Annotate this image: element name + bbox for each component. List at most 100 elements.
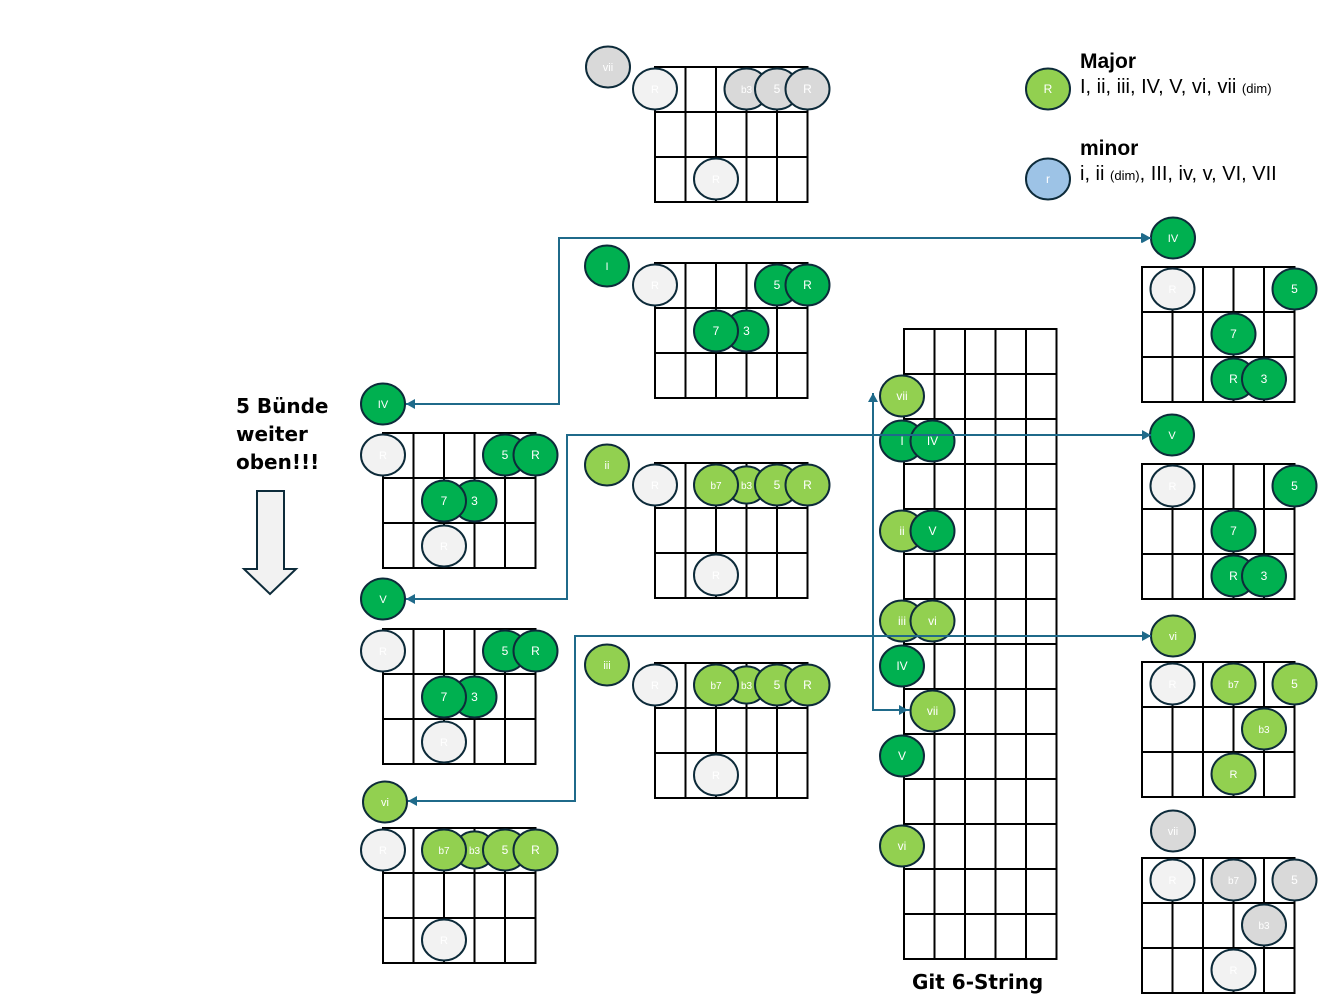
note-circle xyxy=(693,663,739,707)
note-circle xyxy=(360,828,406,872)
note-circle xyxy=(1149,267,1196,311)
note-circle xyxy=(632,463,678,507)
arrowhead-IV-right xyxy=(1140,233,1151,243)
degree-marker-ii: ii xyxy=(584,443,630,487)
note-root-open: R xyxy=(360,828,406,872)
note-circle xyxy=(421,828,467,872)
note-circle xyxy=(360,577,406,621)
note-circle xyxy=(512,629,559,673)
note-circle xyxy=(1210,948,1257,992)
note-label: b3 xyxy=(1258,921,1270,932)
note-root-open: R xyxy=(632,663,678,707)
note-circle xyxy=(784,463,831,507)
note-label: vii xyxy=(896,389,907,403)
legend-minor-title: minor xyxy=(1080,137,1139,160)
note-circle xyxy=(421,918,467,962)
chord-box-iii xyxy=(654,662,809,799)
note-label: b7 xyxy=(710,481,722,492)
note-label: I xyxy=(900,434,903,448)
note-label: 5 xyxy=(1291,282,1298,296)
note-label: R xyxy=(803,278,812,292)
note: R xyxy=(512,828,559,872)
note-circle xyxy=(584,443,630,487)
note-label: R xyxy=(1169,875,1177,887)
note-circle xyxy=(362,780,408,824)
note-label: b7 xyxy=(710,681,722,692)
note-label: V xyxy=(1168,430,1176,442)
note-circle xyxy=(693,309,739,353)
note-label: I xyxy=(605,261,608,273)
note: R xyxy=(693,553,739,597)
note-root-open: R xyxy=(1149,858,1196,902)
neck-marker-IV: IV xyxy=(909,419,956,463)
note-label: R xyxy=(1044,82,1053,96)
note-label: 3 xyxy=(1261,372,1268,386)
note-label: 3 xyxy=(743,324,750,338)
note-label: V xyxy=(928,524,936,538)
note-circle xyxy=(1149,464,1196,508)
note-label: b3 xyxy=(741,681,753,692)
note-line: 5 Bünde xyxy=(236,394,329,418)
note-circle xyxy=(879,824,925,868)
note-label: b3 xyxy=(1258,725,1270,736)
note: 7 xyxy=(421,675,467,719)
note: R xyxy=(421,524,467,568)
note-circle xyxy=(1241,554,1287,598)
degree-marker-IV-right: IV xyxy=(1150,216,1196,260)
note-label: R xyxy=(379,646,387,658)
arrow-V xyxy=(406,434,1150,604)
note-label: vi xyxy=(381,797,389,809)
neck-marker-vi: vi xyxy=(909,599,956,643)
note-circle xyxy=(585,45,631,89)
note: 7 xyxy=(693,309,739,353)
note-circle xyxy=(909,599,956,643)
note-label: vi xyxy=(898,839,907,853)
note-circle xyxy=(1210,312,1257,356)
note-circle xyxy=(360,433,406,477)
note-circle xyxy=(1149,858,1196,902)
note-label: ii xyxy=(605,460,610,472)
note-label: R xyxy=(712,174,720,186)
degree-marker-IV-left: IV xyxy=(360,382,406,426)
legend-major-dim: (dim) xyxy=(1241,81,1272,96)
note: 5 xyxy=(1271,662,1318,706)
note: 7 xyxy=(1210,312,1257,356)
note-label: b7 xyxy=(1228,680,1240,691)
note-label: vii xyxy=(927,704,938,718)
guitar-neck xyxy=(903,328,1058,960)
note-label: 5 xyxy=(774,678,781,692)
note: R xyxy=(421,918,467,962)
note-line: oben!!! xyxy=(236,450,320,474)
note-label: 3 xyxy=(471,494,478,508)
note: b3 xyxy=(1241,903,1287,947)
note: R xyxy=(784,263,831,307)
neck-marker-V: V xyxy=(909,509,956,553)
note-circle xyxy=(421,675,467,719)
note-circle xyxy=(1210,509,1257,553)
note-circle xyxy=(693,157,739,201)
legend-minor-text: minor i, ii (dim), III, iv, v, VI, VII xyxy=(1080,137,1277,186)
note-circle xyxy=(1271,858,1318,902)
note: b7 xyxy=(1210,662,1257,706)
note-label: R xyxy=(1229,372,1238,386)
note-label: R xyxy=(531,448,540,462)
note-root-open: R xyxy=(1149,662,1196,706)
note-label: 5 xyxy=(502,843,509,857)
arrow-IV xyxy=(406,237,1150,409)
degree-marker-V-right: V xyxy=(1149,413,1195,457)
note-label: vi xyxy=(928,614,937,628)
legend-minor-dim: (dim) xyxy=(1110,168,1140,183)
note-label: b7 xyxy=(1228,876,1240,887)
note-circle xyxy=(1271,464,1318,508)
neck-marker-V: V xyxy=(879,734,925,778)
legend-minor-degrees-b: , III, iv, v, VI, VII xyxy=(1139,163,1277,185)
note-label: 7 xyxy=(441,494,448,508)
note-label: R xyxy=(379,450,387,462)
note-root-open: R xyxy=(360,433,406,477)
note-label: R xyxy=(440,541,448,553)
arrowhead-vi-right xyxy=(1140,631,1151,641)
note-label: V xyxy=(898,749,906,763)
note-root-open: R xyxy=(632,263,678,307)
note-circle xyxy=(1241,707,1287,751)
note-label: R xyxy=(651,280,659,292)
